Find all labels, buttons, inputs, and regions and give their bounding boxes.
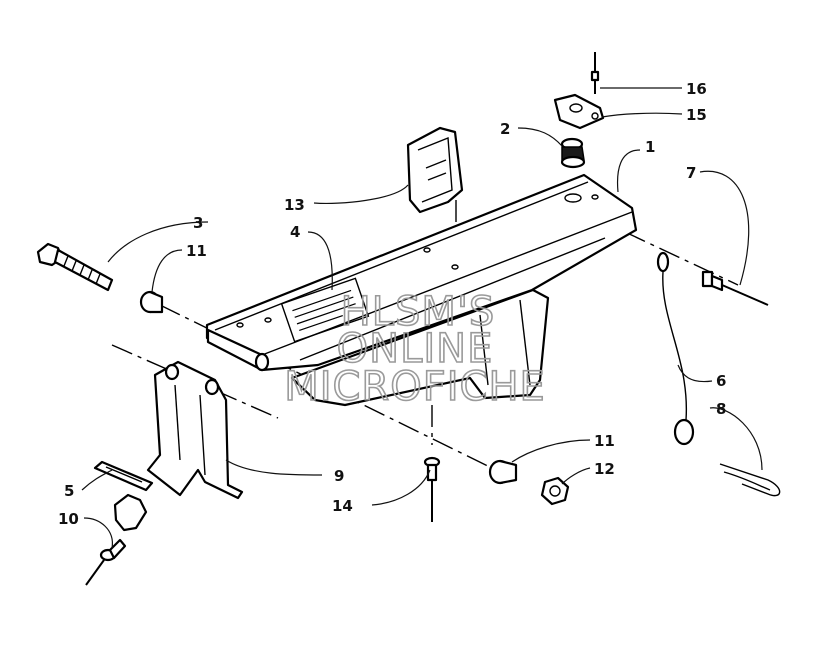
callout-4: 4 (290, 223, 300, 241)
bushing-left (139, 290, 164, 314)
watermark-line-3: MICROFICHE (284, 364, 546, 410)
callout-16: 16 (686, 80, 707, 98)
callout-14: 14 (332, 497, 353, 515)
leader-lines (81, 87, 763, 549)
watermark-line-2: ONLINE (337, 326, 494, 372)
callout-3: 3 (193, 214, 203, 232)
callout-13: 13 (284, 196, 305, 214)
watermark: HLSM'S ONLINE MICROFICHE (283, 288, 546, 411)
callout-8: 8 (716, 400, 726, 418)
bushing-right (488, 459, 518, 485)
rivet-14 (423, 456, 441, 522)
lock-nut (540, 476, 570, 506)
hairpin-clip (719, 463, 781, 497)
rivet-10 (85, 538, 127, 586)
pin-7 (701, 270, 769, 306)
pin-16 (590, 52, 600, 94)
callout-5: 5 (64, 482, 74, 500)
main-tray (205, 173, 638, 407)
callout-11-left: 11 (186, 242, 207, 260)
grommet (560, 137, 586, 169)
watermark-line-1: HLSM'S (341, 289, 496, 335)
callout-7: 7 (686, 164, 696, 182)
callout-1: 1 (645, 138, 655, 156)
bracket (146, 360, 244, 500)
bolt (36, 242, 114, 292)
plastic-knob (113, 493, 148, 532)
decal-lines (292, 289, 356, 332)
callout-6: 6 (716, 372, 726, 390)
callout-9: 9 (334, 467, 344, 485)
callout-11-right: 11 (594, 432, 615, 450)
clip (406, 126, 464, 214)
callout-15: 15 (686, 106, 707, 124)
strip (93, 460, 154, 492)
callouts: 1 2 3 4 5 6 7 8 9 10 11 11 12 13 14 15 1… (58, 80, 726, 528)
mount-plate (553, 93, 605, 130)
tether-cable (656, 251, 695, 446)
callout-2: 2 (500, 120, 510, 138)
callout-12: 12 (594, 460, 615, 478)
callout-10: 10 (58, 510, 79, 528)
